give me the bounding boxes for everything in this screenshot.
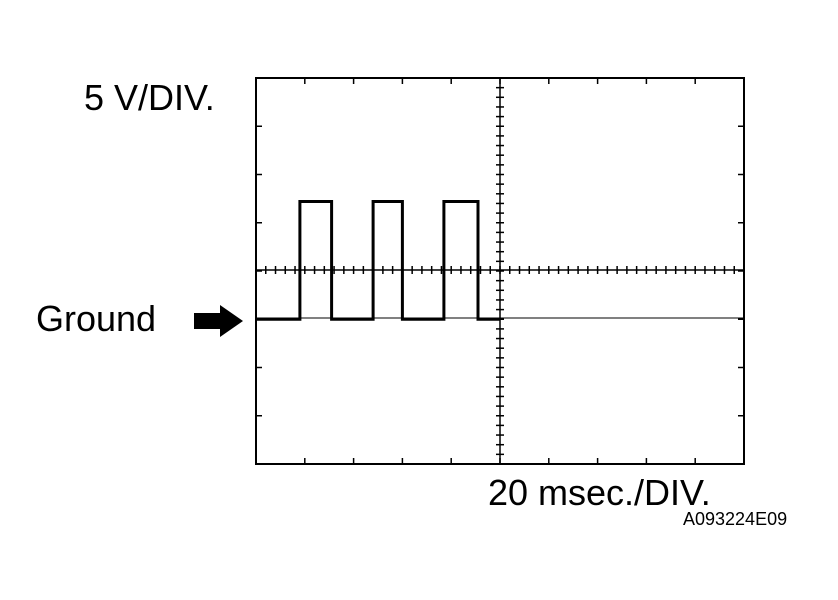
x-axis-label: 20 msec./DIV. [488,472,711,513]
figure-id: A093224E09 [683,509,788,529]
ground-arrow-icon [194,305,243,337]
y-axis-label: 5 V/DIV. [84,77,215,118]
ground-label: Ground [36,298,157,339]
signal-trace [256,200,500,321]
division-ticks [255,77,745,465]
